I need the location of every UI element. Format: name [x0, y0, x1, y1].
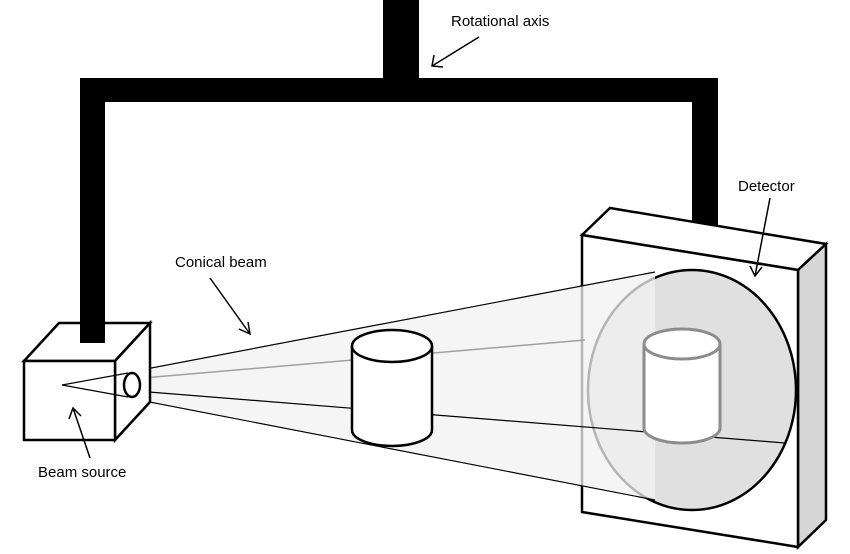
beam-source-arrow — [68, 406, 91, 459]
object-cylinder — [350, 328, 434, 448]
beam-aperture — [122, 371, 142, 399]
detector-arrow — [749, 197, 771, 278]
detector-label: Detector — [738, 178, 795, 195]
conical-beam-label: Conical beam — [175, 254, 267, 271]
gantry-arm — [80, 0, 718, 343]
conical-beam-arrow — [209, 277, 251, 336]
beam-source-label: Beam source — [38, 464, 126, 481]
rotational-axis-label: Rotational axis — [451, 13, 549, 30]
source-point — [61, 372, 129, 398]
rotational-axis-arrow — [431, 36, 480, 68]
cylinder-projection — [642, 327, 722, 445]
